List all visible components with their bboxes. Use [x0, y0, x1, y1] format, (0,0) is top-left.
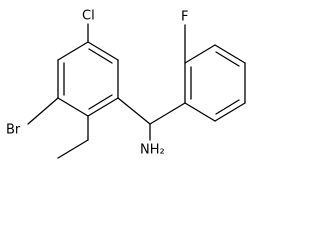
- bromine-label: Br: [6, 123, 21, 138]
- chlorine-label: Cl: [82, 9, 95, 24]
- bond-ring2-f: [184, 102, 216, 122]
- bond-ring1-ch: [117, 97, 151, 125]
- bond-o-ch3: [57, 139, 89, 159]
- bond-ring2-e: [214, 102, 246, 122]
- bond-ring1-f: [57, 41, 89, 61]
- double-bond-ring2-2: [215, 51, 240, 67]
- structure-diagram: Cl Br F NH₂: [6, 9, 246, 159]
- double-bond-ring1-2: [88, 94, 113, 110]
- amine-label: NH₂: [140, 143, 165, 158]
- right-benzene-ring: [184, 44, 246, 122]
- left-benzene-ring: [57, 41, 119, 117]
- bond-ring1-c: [87, 97, 119, 117]
- double-bond-ring2-3: [215, 99, 240, 115]
- fluorine-label: F: [181, 10, 188, 25]
- bond-ring2-c: [214, 44, 246, 64]
- bond-ch-ring2: [149, 102, 186, 125]
- bond-ring2-b: [184, 44, 216, 64]
- bond-ring1-a: [87, 41, 119, 61]
- double-bond-ring1-1: [88, 48, 113, 64]
- molecule-drawing: Cl Br F NH₂: [6, 9, 246, 159]
- bond-c-br: [27, 97, 59, 125]
- bond-ring1-d: [57, 97, 89, 117]
